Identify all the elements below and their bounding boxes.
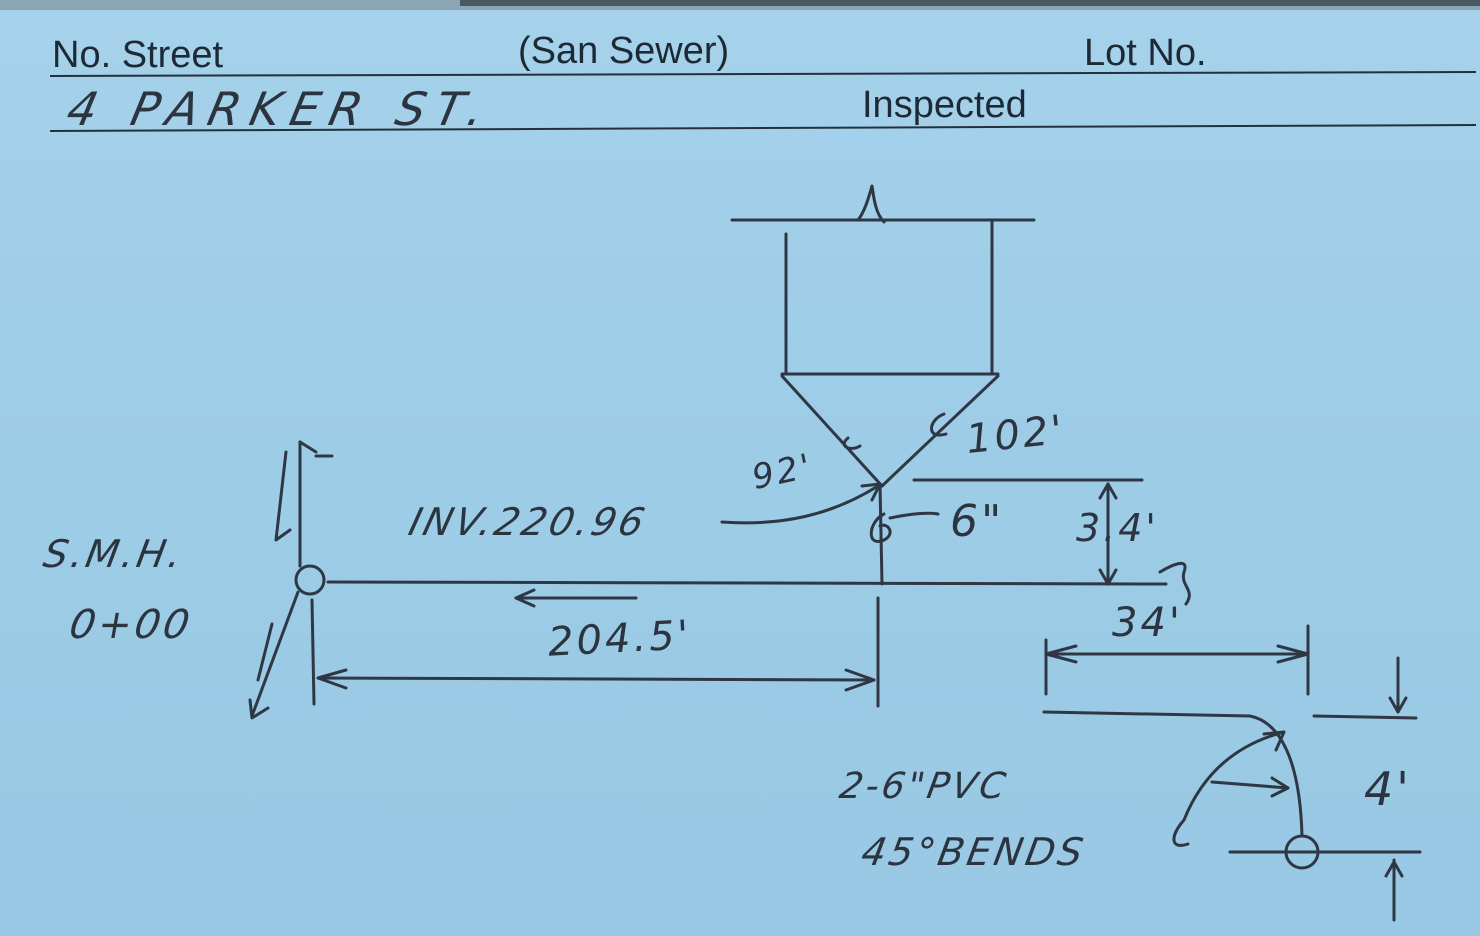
pipe-size: 6" bbox=[950, 496, 1005, 547]
main-sewer-line bbox=[326, 561, 1191, 606]
main-distance: 204.5' bbox=[546, 612, 693, 666]
bends-line-2: 45°BENDS bbox=[858, 830, 1090, 874]
lateral-distance: 34' bbox=[1112, 600, 1183, 646]
lateral-pipe bbox=[1042, 710, 1422, 870]
manhole-circle bbox=[294, 564, 326, 596]
smh-station: 0+00 bbox=[65, 602, 196, 648]
smh-label: S.M.H. bbox=[40, 532, 188, 576]
bends-line-1: 2-6"PVC bbox=[836, 766, 1012, 807]
street-label: No. Street bbox=[52, 34, 224, 76]
service-riser bbox=[869, 482, 940, 708]
offset-distance: 3.4' bbox=[1076, 506, 1159, 550]
sewer-label: (San Sewer) bbox=[518, 30, 730, 72]
invert-elevation: INV.220.96 bbox=[404, 500, 652, 544]
inspected-label: Inspected bbox=[862, 84, 1027, 126]
lot-label: Lot No. bbox=[1084, 32, 1207, 74]
bend-rise: 4' bbox=[1364, 762, 1412, 816]
card-top-shadow bbox=[460, 0, 1480, 6]
house-outline bbox=[730, 184, 1036, 488]
invert-leader bbox=[720, 484, 880, 525]
